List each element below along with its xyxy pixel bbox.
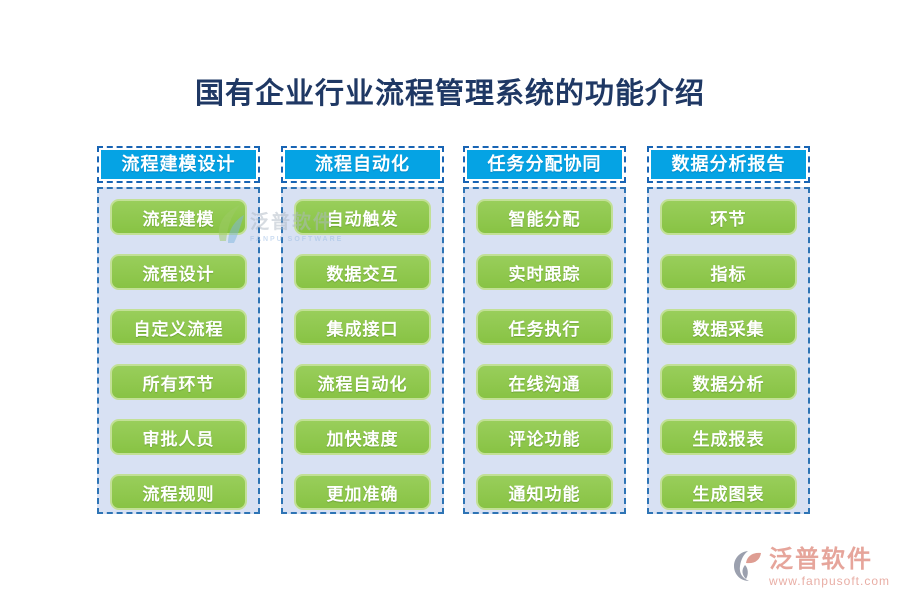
feature-pill: 任务执行: [476, 309, 613, 345]
column-header-label: 数据分析报告: [651, 150, 806, 179]
column-process-modeling: 流程建模设计 流程建模 流程设计 自定义流程 所有环节 审批人员 流程规则: [97, 146, 260, 514]
feature-pill: 智能分配: [476, 199, 613, 235]
column-process-automation: 流程自动化 自动触发 数据交互 集成接口 流程自动化 加快速度 更加准确: [281, 146, 444, 514]
feature-pill: 流程规则: [110, 474, 247, 510]
feature-pill: 流程建模: [110, 199, 247, 235]
column-header-label: 流程建模设计: [101, 150, 256, 179]
feature-pill: 数据采集: [660, 309, 797, 345]
feature-pill: 数据分析: [660, 364, 797, 400]
feature-pill: 数据交互: [294, 254, 431, 290]
footer-watermark-text: 泛普软件 www.fanpusoft.com: [768, 546, 890, 589]
feature-pill: 在线沟通: [476, 364, 613, 400]
column-header: 任务分配协同: [463, 146, 626, 183]
feature-pill: 生成报表: [660, 419, 797, 455]
column-body: 环节 指标 数据采集 数据分析 生成报表 生成图表: [647, 187, 810, 514]
fanpu-round-logo-icon: [732, 549, 766, 588]
column-body: 流程建模 流程设计 自定义流程 所有环节 审批人员 流程规则: [97, 187, 260, 514]
feature-pill: 自定义流程: [110, 309, 247, 345]
column-body: 自动触发 数据交互 集成接口 流程自动化 加快速度 更加准确: [281, 187, 444, 514]
feature-pill: 生成图表: [660, 474, 797, 510]
feature-pill: 流程自动化: [294, 364, 431, 400]
brand-name: 泛普软件: [768, 546, 873, 573]
column-header-label: 流程自动化: [285, 150, 440, 179]
column-header: 流程建模设计: [97, 146, 260, 183]
feature-pill: 评论功能: [476, 419, 613, 455]
feature-pill: 通知功能: [476, 474, 613, 510]
feature-pill: 指标: [660, 254, 797, 290]
feature-pill: 自动触发: [294, 199, 431, 235]
column-data-analysis: 数据分析报告 环节 指标 数据采集 数据分析 生成报表 生成图表: [647, 146, 810, 514]
brand-url: www.fanpusoft.com: [768, 574, 890, 588]
column-header-label: 任务分配协同: [467, 150, 622, 179]
footer-watermark: 泛普软件 www.fanpusoft.com: [732, 548, 890, 588]
column-body: 智能分配 实时跟踪 任务执行 在线沟通 评论功能 通知功能: [463, 187, 626, 514]
page-title: 国有企业行业流程管理系统的功能介绍: [194, 78, 705, 110]
column-task-collaboration: 任务分配协同 智能分配 实时跟踪 任务执行 在线沟通 评论功能 通知功能: [463, 146, 626, 514]
feature-pill: 更加准确: [294, 474, 431, 510]
feature-pill: 集成接口: [294, 309, 431, 345]
column-header: 数据分析报告: [647, 146, 810, 183]
feature-pill: 所有环节: [110, 364, 247, 400]
feature-pill: 审批人员: [110, 419, 247, 455]
feature-pill: 实时跟踪: [476, 254, 613, 290]
column-header: 流程自动化: [281, 146, 444, 183]
feature-pill: 流程设计: [110, 254, 247, 290]
feature-pill: 环节: [660, 199, 797, 235]
feature-pill: 加快速度: [294, 419, 431, 455]
